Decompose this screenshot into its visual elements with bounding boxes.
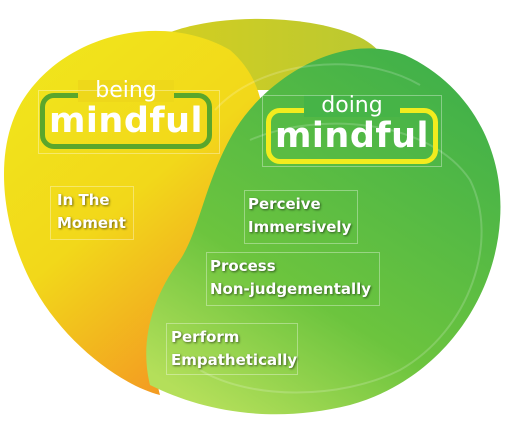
label-in-the-moment: In The Moment xyxy=(57,191,126,232)
guide-box xyxy=(206,252,380,306)
doing-mindful-shape xyxy=(146,48,501,415)
guide-box xyxy=(38,90,220,154)
doing-word: doing xyxy=(304,95,400,117)
label-perceive-immersively: Perceive Immersively xyxy=(248,195,352,236)
being-mindful-shape xyxy=(3,30,264,396)
guide-box xyxy=(50,186,134,240)
being-word: being xyxy=(78,80,174,102)
guide-box xyxy=(262,95,442,167)
label-perform-empathetically: Perform Empathetically xyxy=(171,328,298,369)
doing-mindful-word: mindful xyxy=(274,116,430,156)
inner-highlight-2 xyxy=(214,63,421,111)
guide-box xyxy=(166,323,298,375)
inner-highlight-1 xyxy=(199,122,483,394)
being-mindful-logo: being mindful xyxy=(40,80,212,149)
label-process-non-judgementally: Process Non-judgementally xyxy=(210,257,372,298)
guide-box xyxy=(244,190,358,244)
doing-mindful-logo: doing mindful xyxy=(266,95,438,164)
being-mindful-word: mindful xyxy=(48,101,204,141)
